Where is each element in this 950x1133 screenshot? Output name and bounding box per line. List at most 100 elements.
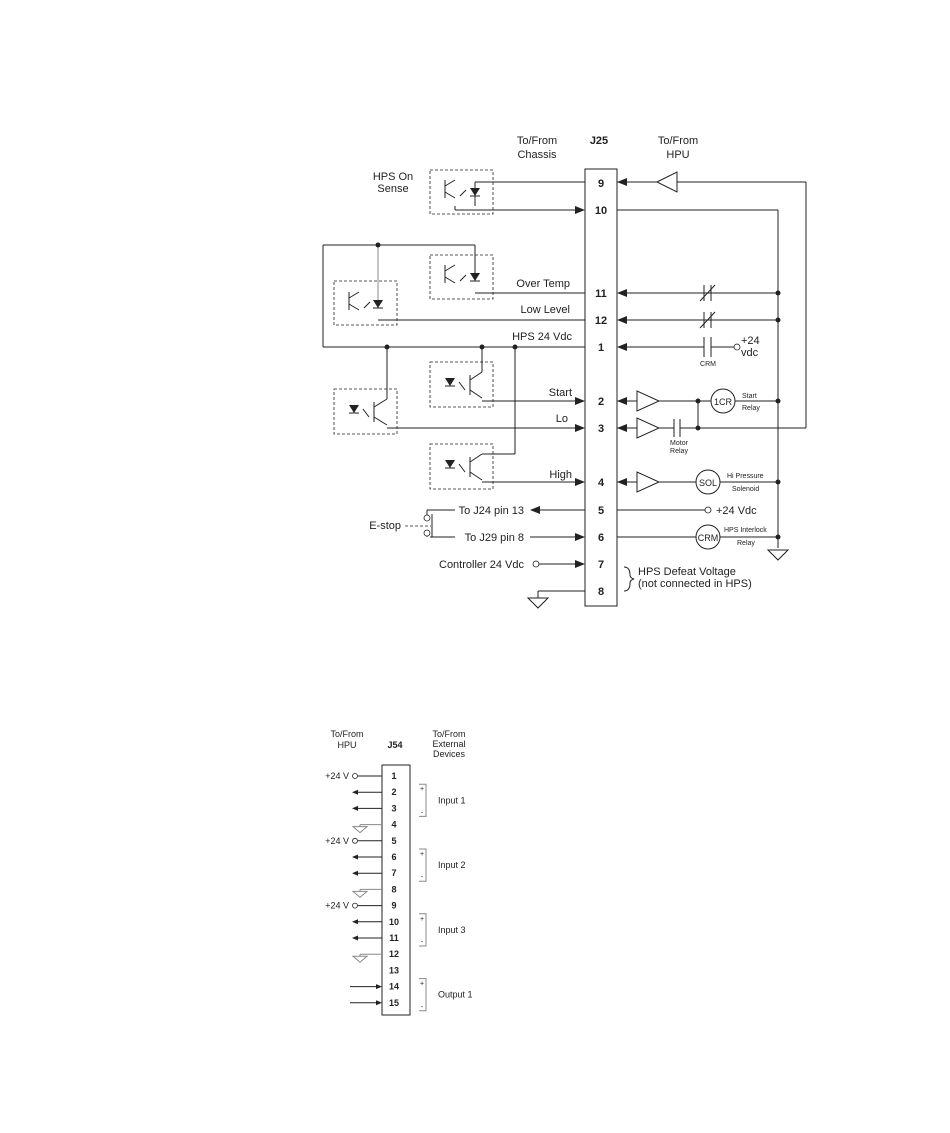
j54-pin-2: 2 [391, 787, 396, 797]
crm-contact-label: CRM [700, 361, 716, 368]
sol-label: SOL [699, 478, 717, 488]
j54-pin-7: 7 [391, 868, 396, 878]
j54-minus-sign: - [421, 874, 424, 881]
j25-pin-2: 2 [598, 396, 604, 408]
plus24-vdc-line1: +24 [741, 335, 760, 347]
motor-relay-line2: Relay [670, 448, 688, 455]
hps-24vdc-label: HPS 24 Vdc [512, 331, 572, 343]
to-j24-label: To J24 pin 13 [459, 505, 524, 517]
estop-label: E-stop [369, 520, 401, 532]
j54-minus-sign: - [421, 809, 424, 816]
optocoupler-over-temp [429, 254, 494, 300]
j54-pin-4: 4 [391, 820, 396, 830]
j54-plus-sign: + [420, 851, 424, 858]
start-relay-line2: Relay [742, 405, 760, 412]
to-j29-label: To J29 pin 8 [465, 532, 524, 544]
hps-interlock-line2: Relay [737, 540, 755, 547]
j25-left-header-line2: Chassis [517, 149, 557, 161]
j54-plus-sign: + [420, 916, 424, 923]
j54-group-label-2: Input 2 [438, 860, 466, 870]
j54-pin-3: 3 [391, 803, 396, 813]
j25-pin-5: 5 [598, 505, 604, 517]
buffer-high [636, 471, 661, 493]
plus24-vdc-pin5: +24 Vdc [716, 505, 757, 517]
j54-pin-10: 10 [389, 917, 399, 927]
optocoupler-symbol [444, 179, 480, 206]
defeat-line2: (not connected in HPS) [638, 578, 752, 590]
over-temp-label: Over Temp [516, 278, 570, 290]
j54-left-header-line1: To/From [330, 729, 363, 739]
high-label: High [549, 469, 572, 481]
j54-group-label-1: Input 1 [438, 795, 466, 805]
j54-pin-rows: 1 +24 V 2 3 4 5 +24 V 6 7 8 9 +24 V 10 11 12 13 14 15 [325, 771, 399, 1008]
j54-pin-13: 13 [389, 965, 399, 975]
j25-connector [584, 168, 618, 607]
j25-pin-8: 8 [598, 586, 604, 598]
j54-plus24-label: +24 V [325, 771, 349, 781]
defeat-line1: HPS Defeat Voltage [638, 566, 736, 578]
j54-pin-12: 12 [389, 949, 399, 959]
ground-symbol-pin8 [526, 597, 550, 609]
j54-pin-8: 8 [391, 884, 396, 894]
j54-pin-5: 5 [391, 836, 396, 846]
start-relay-line1: Start [742, 393, 757, 400]
optocoupler-hps-on-sense [429, 169, 494, 215]
j54-pin-14: 14 [389, 982, 399, 992]
j54-pin-11: 11 [389, 933, 399, 943]
j25-pin-9: 9 [598, 178, 604, 190]
lo-label: Lo [556, 413, 568, 425]
hps-on-sense-line1: HPS On [373, 171, 413, 183]
j25-pin-7: 7 [598, 559, 604, 571]
j54-pin-15: 15 [389, 998, 399, 1008]
hi-pressure-line2: Solenoid [732, 486, 759, 493]
hps-on-sense-line2: Sense [377, 183, 408, 195]
plus24-vdc-line2: vdc [741, 347, 759, 359]
optocoupler-low-level [333, 280, 398, 326]
j25-left-header-line1: To/From [517, 135, 557, 147]
j54-title: J54 [387, 740, 402, 750]
buffer-start [636, 390, 661, 412]
j54-group-label-4: Output 1 [438, 990, 473, 1000]
hps-interlock-line1: HPS Interlock [724, 527, 767, 534]
ground-symbol-j25-right [766, 549, 790, 561]
j25-pin-12: 12 [595, 315, 607, 327]
j54-plus24-label: +24 V [325, 836, 349, 846]
j54-pin-6: 6 [391, 852, 396, 862]
low-level-label: Low Level [520, 304, 570, 316]
motor-relay-line1: Motor [670, 440, 689, 447]
j25-pin-6: 6 [598, 532, 604, 544]
j54-pin-1: 1 [391, 771, 396, 781]
j25-right-header-line2: HPU [666, 149, 689, 161]
j54-minus-sign: - [421, 1004, 424, 1011]
optocoupler-lo [333, 388, 398, 435]
j25-title: J25 [590, 135, 608, 147]
j54-pin-9: 9 [391, 901, 396, 911]
crm-coil-label: CRM [698, 533, 719, 543]
j25-pin-1: 1 [598, 342, 604, 354]
j25-pin-10: 10 [595, 205, 607, 217]
start-relay-coil-label: 1CR [714, 397, 733, 407]
j25-pin-3: 3 [598, 423, 604, 435]
contact-over-temp [699, 284, 716, 302]
buffer-lo [636, 417, 661, 439]
j54-plus-sign: + [420, 786, 424, 793]
buffer-pin9 [655, 171, 678, 193]
j54-right-header-line2: External [432, 739, 465, 749]
optocoupler-high [429, 443, 494, 490]
j54-plus24-label: +24 V [325, 901, 349, 911]
j25-pin-4: 4 [598, 477, 605, 489]
j54-device-groups: + - Input 1 + - Input 2 + - Input 3 + - Output 1 [419, 783, 473, 1012]
j25-right-header-line1: To/From [658, 135, 698, 147]
j54-minus-sign: - [421, 939, 424, 946]
j54-right-header-line1: To/From [432, 729, 465, 739]
j54-connector [381, 764, 411, 1016]
j54-right-header-line3: Devices [433, 749, 466, 759]
controller-24vdc-label: Controller 24 Vdc [439, 559, 524, 571]
start-label: Start [549, 387, 572, 399]
j54-plus-sign: + [420, 981, 424, 988]
optocoupler-start [429, 361, 494, 408]
j54-group-label-3: Input 3 [438, 925, 466, 935]
